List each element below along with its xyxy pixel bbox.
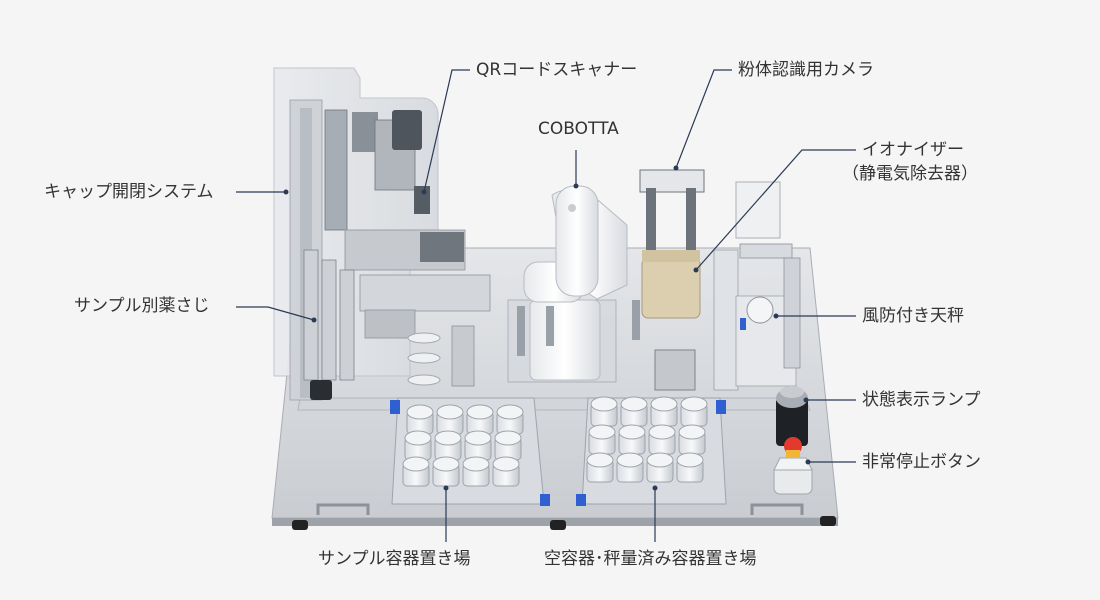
- container-jar: [680, 396, 708, 427]
- container-jar: [678, 424, 706, 455]
- leader-spoon: [236, 306, 315, 321]
- container-jar: [494, 430, 522, 461]
- container-jar: [620, 396, 648, 427]
- balance-with-draft-shield: [713, 181, 801, 391]
- container-jar: [646, 452, 674, 483]
- label-qr-scanner: QRコードスキャナー: [476, 60, 638, 80]
- container-jar: [616, 452, 644, 483]
- spoon-rack: [407, 325, 475, 387]
- cobotta-robot: [507, 185, 640, 383]
- container-jar: [496, 404, 524, 435]
- empty-container-rack: [576, 396, 727, 506]
- label-cap-system: キャップ開閉システム: [44, 182, 214, 202]
- container-jar: [586, 452, 614, 483]
- emergency-stop-button: [773, 437, 813, 495]
- container-jar: [648, 424, 676, 455]
- container-jar: [492, 456, 520, 487]
- container-jar: [432, 456, 460, 487]
- container-jar: [406, 404, 434, 435]
- leader-camera: [675, 69, 732, 169]
- status-lamp: [776, 386, 808, 446]
- container-jar: [404, 430, 432, 461]
- container-jar: [618, 424, 646, 455]
- leader-ionizer: [695, 149, 856, 271]
- container-jar: [402, 456, 430, 487]
- container-jar: [462, 456, 490, 487]
- label-ionizer: イオナイザー: [862, 140, 964, 160]
- container-jar: [588, 424, 616, 455]
- container-jar: [466, 404, 494, 435]
- leader-lines: [236, 69, 856, 542]
- label-balance: 風防付き天秤: [862, 306, 964, 326]
- cap-system-enclosure: [273, 67, 491, 401]
- container-jar: [676, 452, 704, 483]
- camera-ionizer-assembly: [639, 169, 705, 391]
- container-jar: [436, 404, 464, 435]
- label-status-lamp: 状態表示ランプ: [862, 390, 981, 410]
- label-spoon: サンプル別薬さじ: [74, 296, 210, 316]
- label-sample-rack: サンプル容器置き場: [318, 549, 471, 569]
- container-jar: [650, 396, 678, 427]
- leader-qr: [423, 69, 470, 193]
- label-ionizer-sub: （静電気除去器）: [842, 164, 978, 184]
- container-jar: [464, 430, 492, 461]
- label-estop: 非常停止ボタン: [862, 452, 981, 472]
- sample-container-rack: [390, 397, 550, 506]
- container-jar: [590, 396, 618, 427]
- container-jar: [434, 430, 462, 461]
- label-empty-rack: 空容器･秤量済み容器置き場: [544, 549, 757, 569]
- label-powder-camera: 粉体認識用カメラ: [738, 60, 874, 80]
- label-cobotta: COBOTTA: [538, 119, 619, 139]
